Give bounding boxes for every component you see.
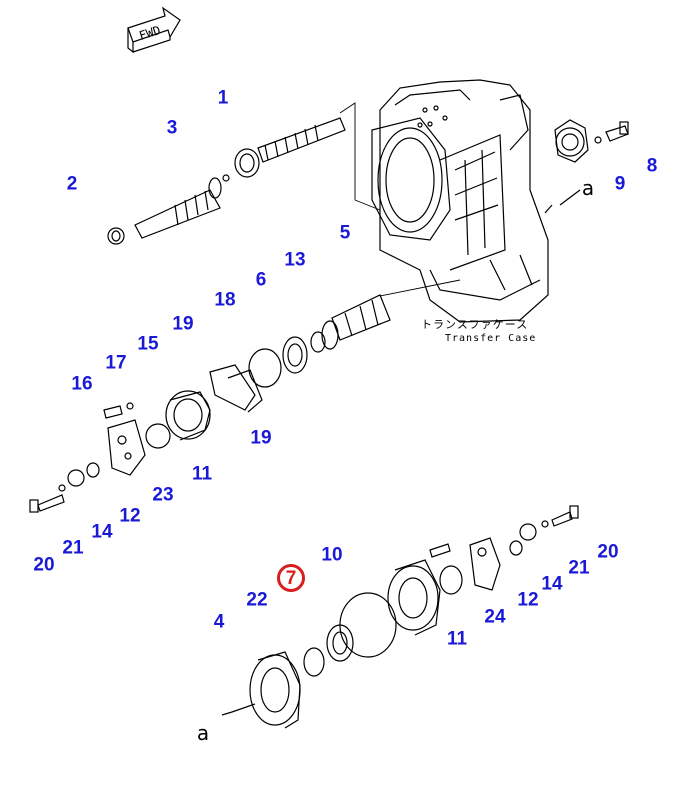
callout-part-22-22: 22 bbox=[246, 589, 268, 611]
shim-set bbox=[209, 364, 263, 413]
callout-part-12-26: 12 bbox=[517, 589, 539, 611]
callout-part-1-0: 1 bbox=[217, 87, 229, 109]
reference-a-upper: a bbox=[581, 176, 595, 200]
upper-shaft bbox=[234, 117, 346, 178]
callout-part-4-23: 4 bbox=[213, 611, 225, 633]
reference-a-lower: a bbox=[196, 721, 210, 745]
upper-seal-ring bbox=[145, 423, 171, 449]
callout-part-20-29: 20 bbox=[597, 541, 619, 563]
callout-part-12-16: 12 bbox=[119, 505, 141, 527]
callout-part-3-1: 3 bbox=[166, 117, 178, 139]
transfer-case-housing bbox=[371, 79, 549, 323]
fwd-arrow-icon bbox=[127, 6, 181, 54]
callout-part-17-11: 17 bbox=[105, 352, 127, 374]
callout-part-13-6: 13 bbox=[284, 249, 306, 271]
middle-shaft bbox=[282, 294, 391, 374]
assembly-leader-lines bbox=[339, 102, 461, 297]
callout-part-18-8: 18 bbox=[214, 289, 236, 311]
callout-part-8-3: 8 bbox=[646, 155, 658, 177]
callout-part-19-9: 19 bbox=[172, 313, 194, 335]
o-ring-seal bbox=[248, 348, 282, 388]
transfer-case-label-jp: トランスファケース bbox=[421, 318, 529, 331]
callout-part-11-14: 11 bbox=[191, 463, 213, 485]
callout-part-23-15: 23 bbox=[152, 484, 174, 506]
callout-part-19-13: 19 bbox=[250, 427, 272, 449]
callout-part-15-10: 15 bbox=[137, 333, 159, 355]
callout-part-7-21: 7 bbox=[277, 564, 305, 592]
callout-part-16-12: 16 bbox=[71, 373, 93, 395]
lower-assembly bbox=[221, 505, 579, 729]
left-fastener-stack bbox=[29, 462, 100, 513]
input-shaft bbox=[107, 174, 230, 245]
callout-part-21-18: 21 bbox=[62, 537, 84, 559]
callout-part-10-20: 10 bbox=[321, 544, 343, 566]
callout-part-2-2: 2 bbox=[66, 173, 78, 195]
callout-part-24-25: 24 bbox=[484, 606, 506, 628]
transfer-case-label-en: Transfer Case bbox=[445, 333, 537, 344]
callout-part-20-19: 20 bbox=[33, 554, 55, 576]
upper-retainer bbox=[165, 390, 211, 441]
upper-cover bbox=[544, 119, 629, 214]
callout-part-5-5: 5 bbox=[339, 222, 351, 244]
callout-part-21-28: 21 bbox=[568, 557, 590, 579]
callout-part-14-17: 14 bbox=[91, 521, 113, 543]
callout-part-9-4: 9 bbox=[614, 173, 626, 195]
callout-part-11-24: 11 bbox=[446, 628, 468, 650]
callout-part-14-27: 14 bbox=[541, 573, 563, 595]
upper-bolt bbox=[103, 402, 134, 419]
callout-part-6-7: 6 bbox=[255, 269, 267, 291]
upper-bracket bbox=[107, 419, 146, 476]
